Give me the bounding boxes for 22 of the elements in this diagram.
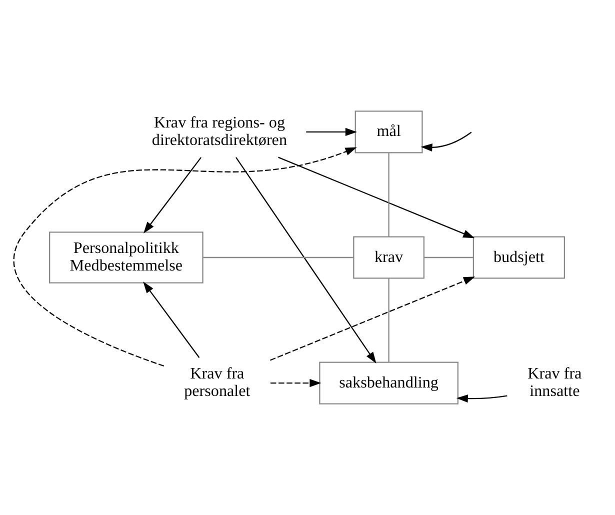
connector	[424, 256, 474, 258]
node-text: Krav fra innsatte	[528, 366, 582, 400]
node-box: Personalpolitikk Medbestemmelse	[49, 232, 204, 284]
node-text: Krav fra regions- og direktoratsdirektøren	[152, 114, 288, 149]
node-box: krav	[353, 236, 424, 279]
connector	[388, 278, 390, 362]
node-box: saksbehandling	[319, 362, 458, 404]
arrow	[236, 157, 376, 364]
node-box: mål	[354, 110, 423, 154]
arrow	[270, 276, 476, 361]
arrow	[420, 132, 472, 152]
arrow	[270, 379, 322, 388]
arrow	[144, 157, 202, 234]
node-text: Krav fra personalet	[184, 366, 250, 400]
arrow	[278, 156, 475, 238]
arrow	[306, 128, 357, 136]
node-box: budsjett	[472, 236, 566, 279]
connector	[388, 152, 390, 237]
arrow	[143, 282, 200, 358]
arrow	[13, 147, 357, 367]
arrow	[456, 394, 508, 403]
connector	[203, 256, 354, 258]
